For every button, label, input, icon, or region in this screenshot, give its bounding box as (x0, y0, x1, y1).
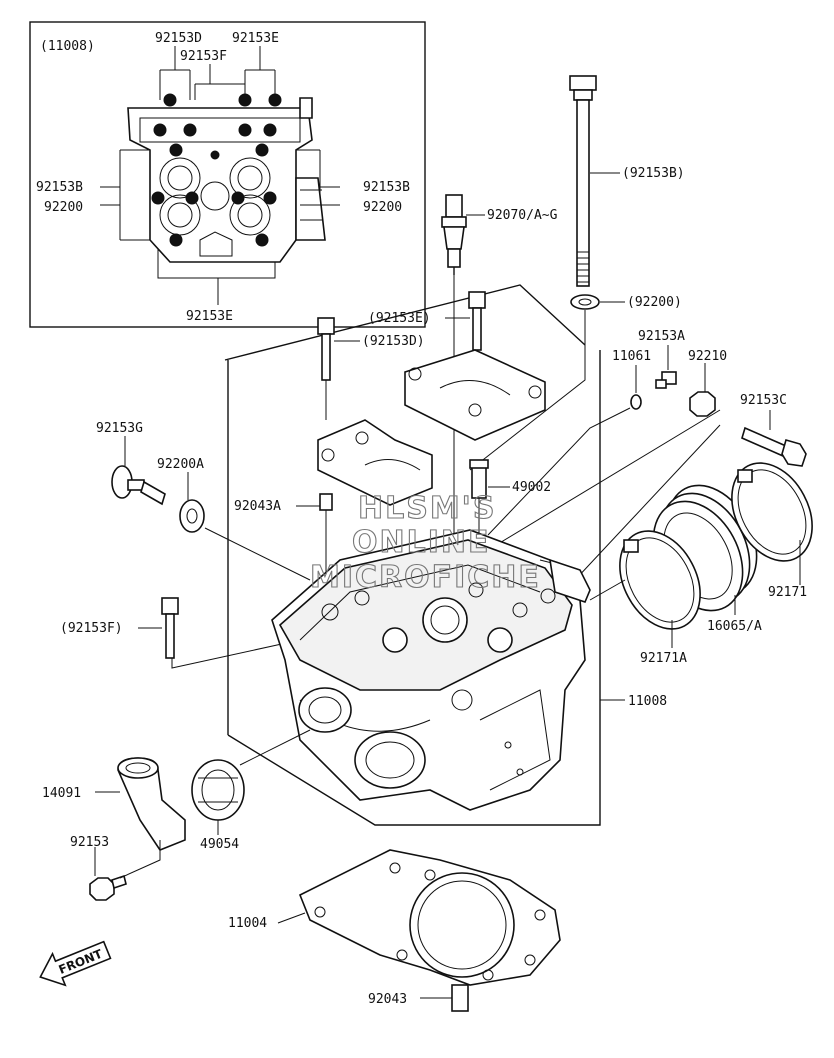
inset-bolt-dots (151, 93, 282, 247)
inset-label-92153E-bottom: 92153E (186, 309, 233, 324)
callout-92171A: 92171A (640, 651, 687, 666)
head-gasket-11004 (298, 849, 561, 986)
bolt-92153 (89, 874, 127, 901)
inset-label-92153B-left: 92153B (36, 180, 83, 195)
callout-92200: (92200) (627, 295, 682, 310)
inset-title: (11008) (40, 39, 95, 54)
dowel-92043A (319, 493, 333, 511)
callout-92043A: 92043A (234, 499, 281, 514)
bolt-92153F (161, 597, 179, 659)
bolt-92153C (741, 426, 807, 467)
exhaust-port-flange (298, 687, 352, 733)
callout-16065: 16065/A (707, 619, 762, 634)
callout-92043: 92043 (368, 992, 407, 1007)
inset-label-92153B-right: 92153B (363, 180, 410, 195)
lash-adjuster-49002 (469, 459, 489, 499)
callout-11004: 11004 (228, 916, 267, 931)
inset-label-92153D: 92153D (155, 31, 202, 46)
callout-92153: 92153 (70, 835, 109, 850)
callout-92153C: 92153C (740, 393, 787, 408)
spark-plug (441, 194, 467, 275)
washer-92200 (570, 294, 600, 310)
inset-label-92153F: 92153F (180, 49, 227, 64)
callout-92171: 92171 (768, 585, 807, 600)
callout-14091: 14091 (42, 786, 81, 801)
watermark-line-3: MICROFICHE (310, 560, 541, 595)
cylinder-head-11008 (271, 529, 591, 811)
thermostat-49054 (191, 759, 245, 821)
callout-92153E: (92153E) (368, 311, 431, 326)
nut-92210 (689, 391, 716, 417)
callout-92153D: (92153D) (362, 334, 425, 349)
inset-panel: (11008) 92153D 92153E 92153F 92153B 9220… (29, 21, 426, 328)
callout-92153G: 92153G (96, 421, 143, 436)
callout-11061: 11061 (612, 349, 651, 364)
watermark-line-2: ONLINE (352, 525, 491, 560)
camshaft-cap-right (404, 349, 546, 441)
inset-label-92153E-top: 92153E (232, 31, 279, 46)
clamp-92171 (731, 462, 813, 562)
callout-11008: 11008 (628, 694, 667, 709)
callout-49054: 49054 (200, 837, 239, 852)
watermark-line-1: HLSM'S (358, 491, 496, 526)
callout-92153A: 92153A (638, 329, 685, 344)
inset-label-92200-right: 92200 (363, 200, 402, 215)
dowel-92043 (451, 984, 469, 1012)
callout-92153B: (92153B) (622, 166, 685, 181)
inset-label-92200-left: 92200 (44, 200, 83, 215)
callout-49002: 49002 (512, 480, 551, 495)
long-head-bolt (569, 75, 597, 287)
front-direction-arrow: FRONT (39, 940, 112, 987)
bolt-92153D (317, 317, 335, 381)
clamp-92171A (619, 530, 701, 630)
o-ring-11061 (630, 394, 642, 410)
bolt-92153A (655, 371, 677, 389)
callout-spark-plug: 92070/A~G (487, 208, 558, 223)
bolt-92153E (468, 291, 486, 351)
callout-92153F: (92153F) (60, 621, 123, 636)
callout-92200A: 92200A (157, 457, 204, 472)
bolt-92153G (111, 465, 166, 506)
water-fitting-14091 (117, 757, 186, 851)
watermark: HLSM'S ONLINE MICROFICHE (309, 490, 541, 595)
camshaft-cap-left (317, 419, 433, 506)
callout-92210: 92210 (688, 349, 727, 364)
washer-92200A (179, 499, 205, 533)
